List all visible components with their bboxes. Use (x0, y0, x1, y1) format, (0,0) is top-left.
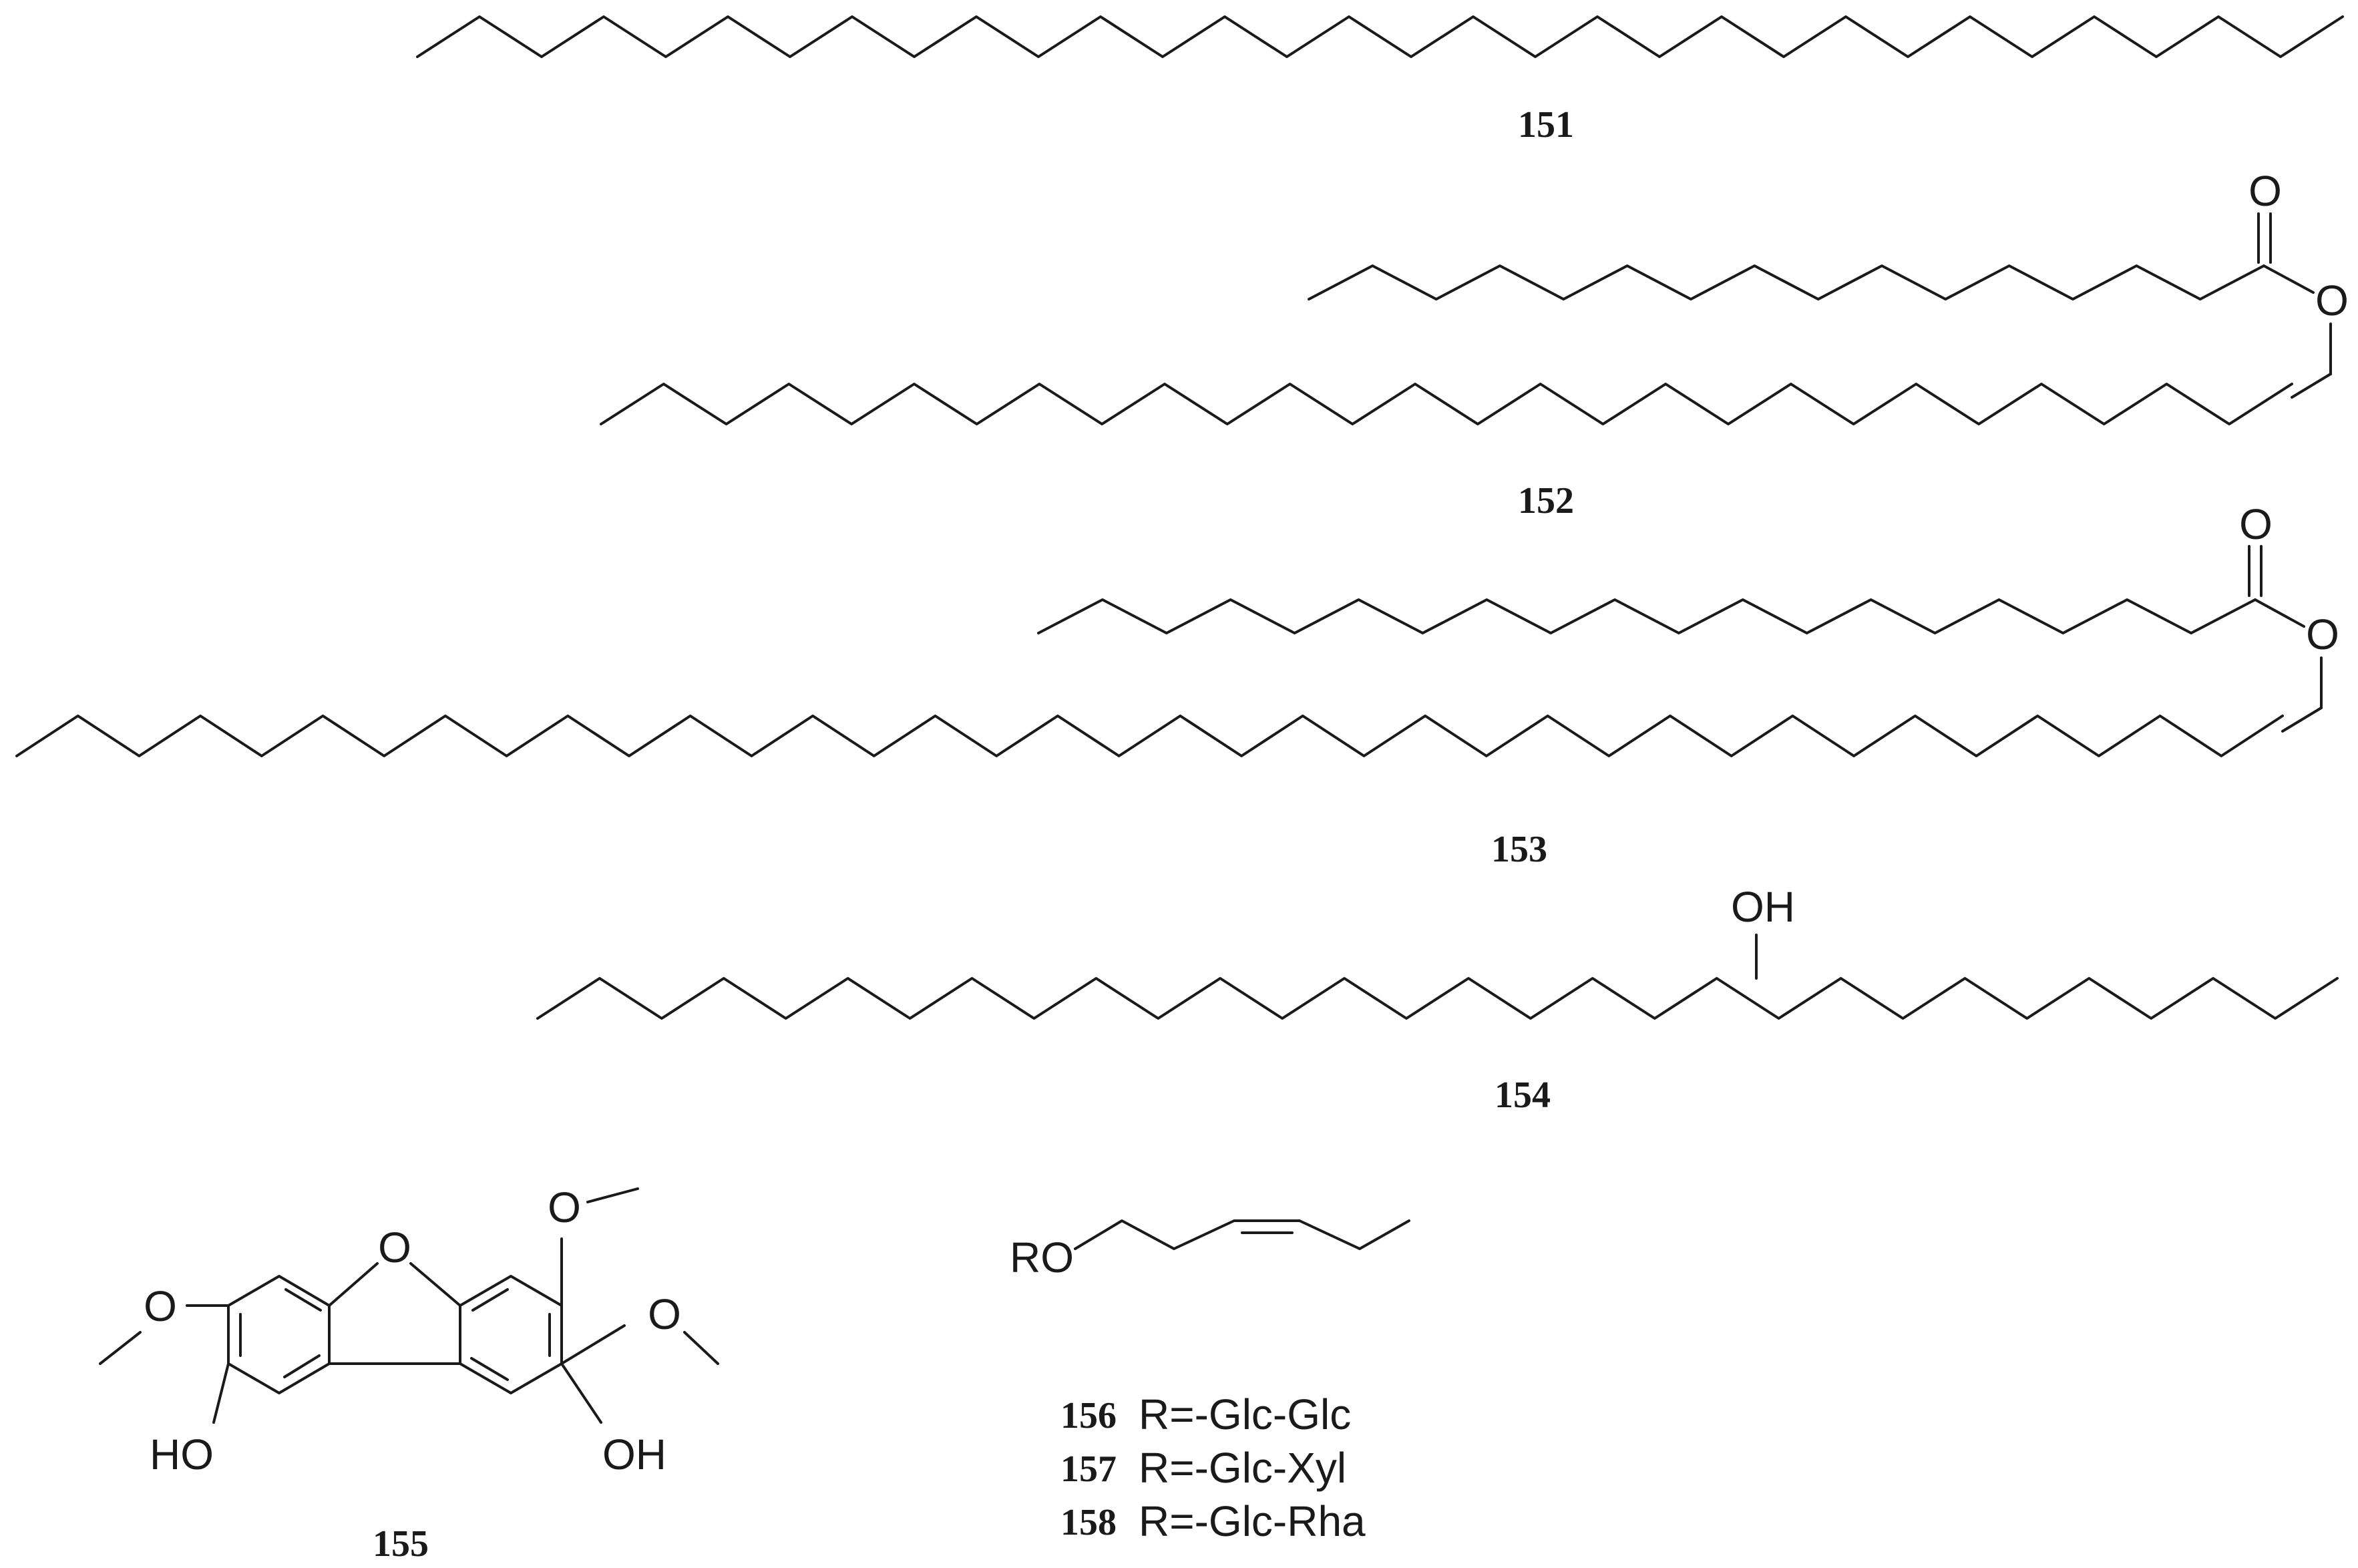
methoxy-right (560, 1324, 626, 1365)
ester-oxygen-153: O (2306, 610, 2339, 658)
alkyl-chain-152 (600, 383, 2293, 425)
hydroxyl-right-bond (560, 1362, 602, 1424)
hydroxyl-left: HO (150, 1430, 214, 1479)
compound-number-153: 153 (1491, 829, 1547, 870)
compound-number-156: 156 (1060, 1395, 1117, 1436)
ester-bond-152 (2263, 264, 2315, 294)
svg-text:O: O (648, 1290, 681, 1338)
compound-151: 151 (416, 15, 2344, 146)
ro-group: RO (1010, 1233, 1074, 1282)
svg-text:O: O (144, 1282, 177, 1330)
carbonyl-oxygen-152: O (2248, 167, 2282, 215)
svg-text:O: O (548, 1183, 581, 1231)
acyl-chain-153 (1037, 598, 2256, 634)
furan-oxygen: O (378, 1223, 411, 1271)
ester-bond-153 (2254, 598, 2305, 628)
right-benzene-ring (459, 1275, 563, 1394)
hydroxyl-154: OH (1731, 883, 1795, 931)
acyl-chain-152 (1308, 264, 2265, 301)
substituent-157: R=-Glc-Xyl (1139, 1444, 1346, 1492)
carbonyl-oxygen-153: O (2239, 500, 2273, 548)
hydroxyl-right: OH (602, 1430, 666, 1479)
compound-number-154: 154 (1495, 1074, 1551, 1116)
hexenyl-chain (1074, 1219, 1410, 1250)
alkane-chain-154 (536, 977, 2339, 1020)
compound-154: OH 154 (536, 883, 2339, 1116)
alkyl-chain-153 (15, 715, 2284, 757)
left-benzene-ring (227, 1275, 331, 1394)
hydroxyl-left-bond (212, 1362, 230, 1424)
compound-156-158: RO 156 R=-Glc-Glc 157 R=-Glc-Xyl 158 R=-… (1010, 1219, 1410, 1545)
compound-number-158: 158 (1060, 1502, 1117, 1543)
compound-number-152: 152 (1518, 480, 1574, 522)
furan-bond (328, 1262, 379, 1307)
substituent-156: R=-Glc-Glc (1139, 1390, 1351, 1438)
substituent-158: R=-Glc-Rha (1139, 1497, 1366, 1545)
compound-155: O O HO O O OH 155 (99, 1183, 719, 1565)
compound-153: O O 153 (15, 500, 2339, 870)
compound-number-155: 155 (373, 1523, 429, 1565)
compound-152: O O 152 (600, 167, 2349, 522)
alkane-chain-151 (416, 15, 2344, 58)
compound-number-151: 151 (1518, 104, 1574, 146)
compound-number-157: 157 (1060, 1448, 1117, 1490)
ester-oxygen-152: O (2315, 276, 2349, 325)
